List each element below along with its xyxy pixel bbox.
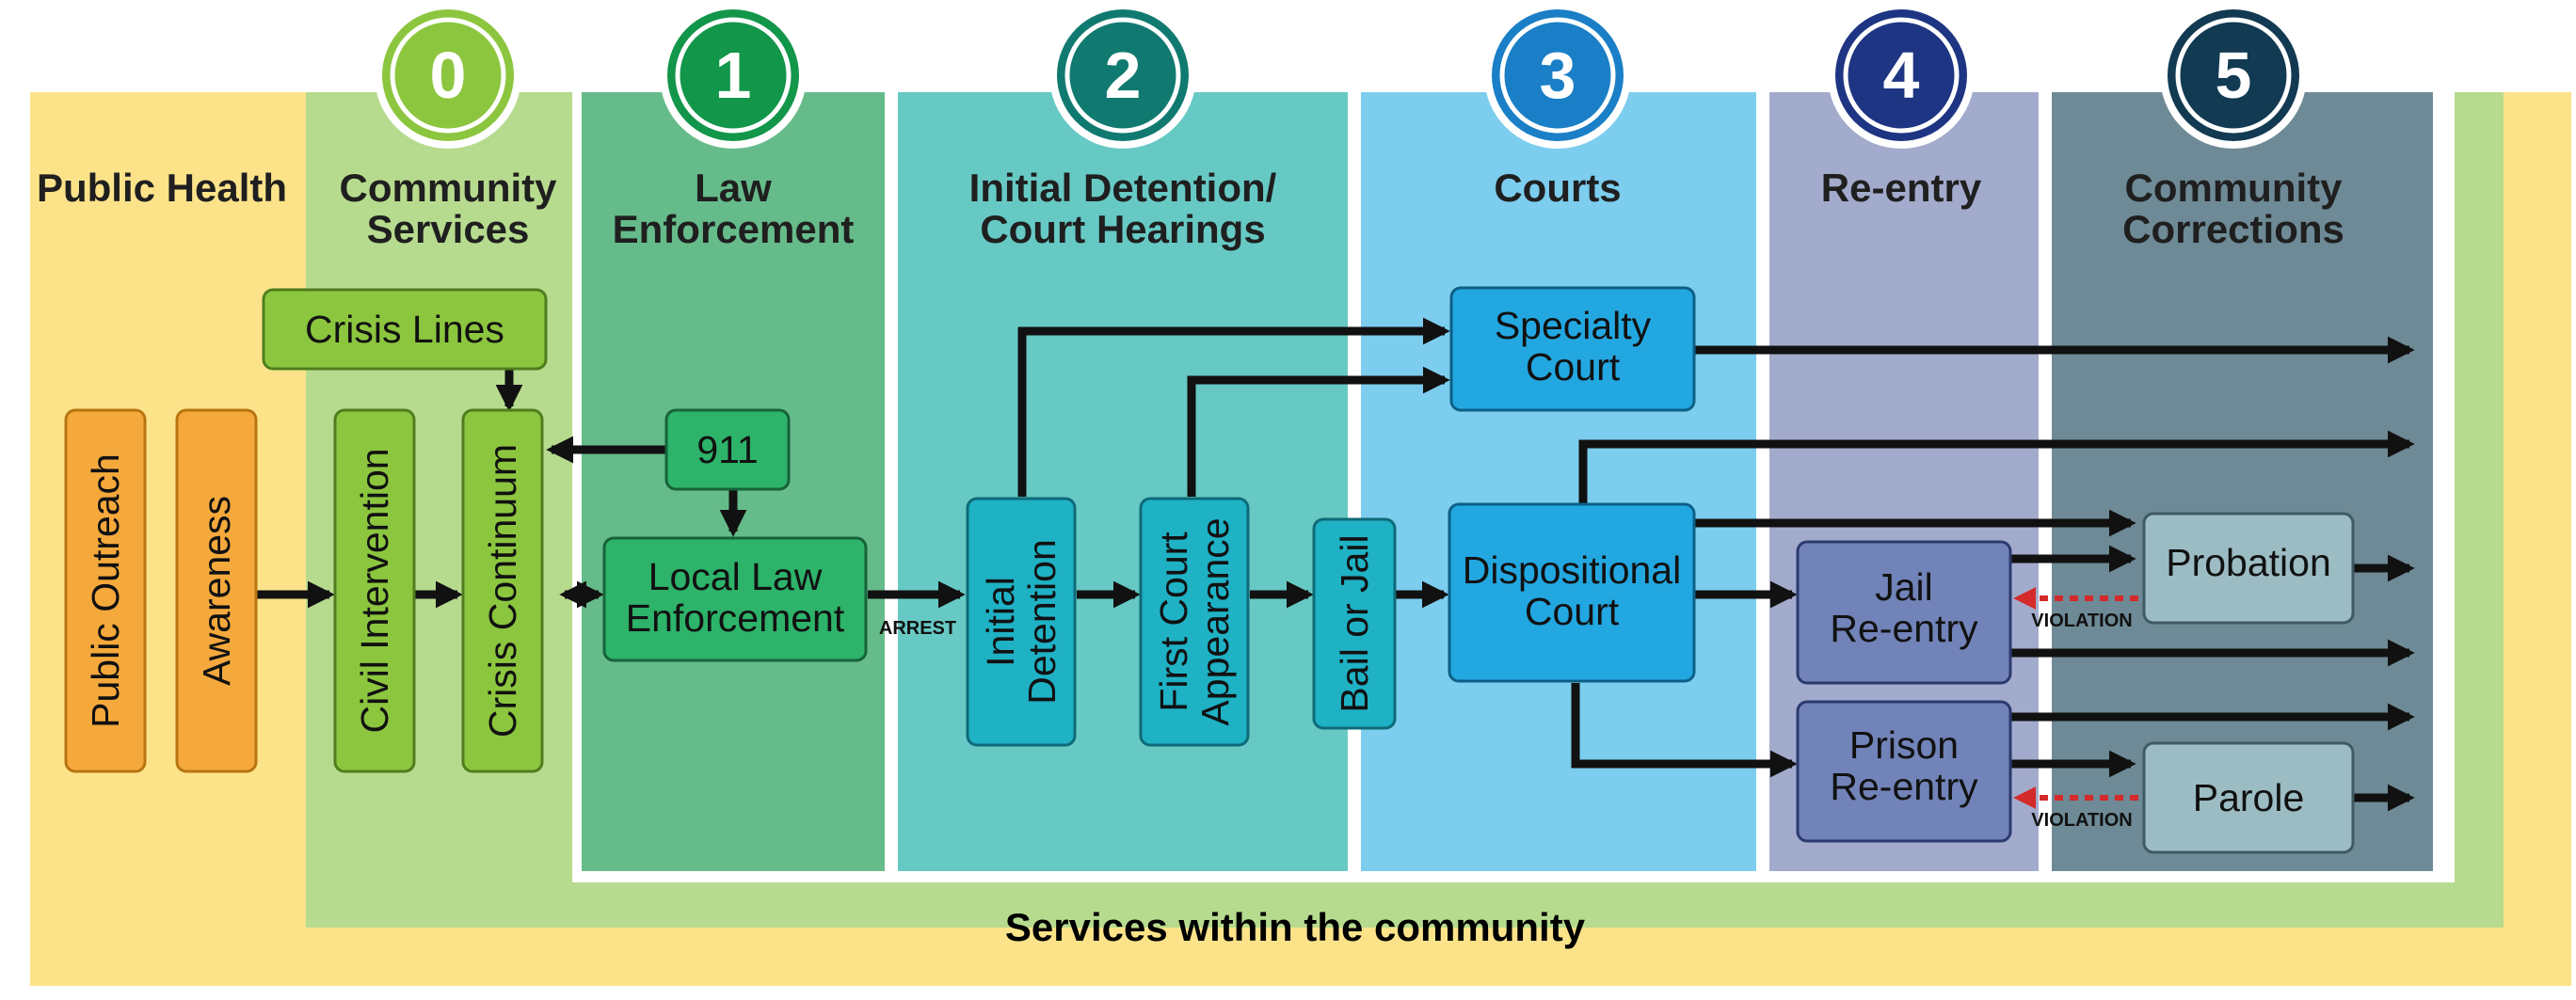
- svg-text:4: 4: [1883, 39, 1920, 112]
- badge-2: 2: [1049, 2, 1196, 149]
- civil-intervention-box: Civil Intervention: [333, 408, 416, 773]
- svg-text:Awareness: Awareness: [195, 496, 238, 686]
- connectors: [256, 317, 2415, 812]
- services-within-community-label: Services within the community: [1005, 905, 1586, 949]
- crisis-continuum-box: Crisis Continuum: [461, 408, 544, 773]
- title-initial-detention: Initial Detention/Court Hearings: [969, 166, 1277, 251]
- svg-text:Public Outreach: Public Outreach: [84, 453, 127, 728]
- title-public-health: Public Health: [37, 166, 287, 210]
- svg-text:Civil Intervention: Civil Intervention: [353, 448, 396, 733]
- violation-label-probation: VIOLATION: [2031, 611, 2132, 631]
- probation-box: Probation: [2142, 512, 2355, 625]
- svg-text:Crisis Lines: Crisis Lines: [305, 308, 504, 351]
- svg-text:InitialDetention: InitialDetention: [979, 539, 1064, 705]
- title-reentry: Re-entry: [1821, 166, 1982, 210]
- arrest-label: ARREST: [879, 618, 956, 639]
- awareness-box: Awareness: [175, 408, 258, 773]
- bail-or-jail-box: Bail or Jail: [1312, 517, 1397, 730]
- svg-text:Parole: Parole: [2193, 776, 2305, 819]
- badge-1: 1: [660, 2, 807, 149]
- violation-label-parole: VIOLATION: [2031, 810, 2132, 831]
- svg-text:0: 0: [430, 39, 467, 112]
- svg-text:2: 2: [1105, 39, 1142, 112]
- nine-one-one-box: 911: [664, 408, 791, 491]
- badge-3: 3: [1484, 2, 1631, 149]
- badge-0: 0: [375, 2, 521, 149]
- svg-text:3: 3: [1540, 39, 1576, 112]
- crisis-lines-box: Crisis Lines: [262, 288, 548, 371]
- badge-4: 4: [1828, 2, 1975, 149]
- public-outreach-box: Public Outreach: [64, 408, 147, 773]
- svg-text:Probation: Probation: [2166, 541, 2331, 584]
- title-courts: Courts: [1494, 166, 1621, 210]
- courts-column: [1361, 92, 1756, 871]
- svg-text:Bail or Jail: Bail or Jail: [1333, 534, 1376, 712]
- parole-box: Parole: [2142, 741, 2355, 854]
- badge-5: 5: [2160, 2, 2307, 149]
- svg-text:911: 911: [696, 428, 758, 471]
- svg-text:1: 1: [715, 39, 752, 112]
- svg-text:5: 5: [2216, 39, 2252, 112]
- svg-text:First CourtAppearance: First CourtAppearance: [1152, 517, 1237, 725]
- svg-text:Crisis Continuum: Crisis Continuum: [481, 444, 524, 738]
- first-court-appearance-box: First CourtAppearance: [1139, 497, 1250, 747]
- initial-detention-box: InitialDetention: [966, 497, 1077, 747]
- community-corrections-column: [2052, 92, 2433, 871]
